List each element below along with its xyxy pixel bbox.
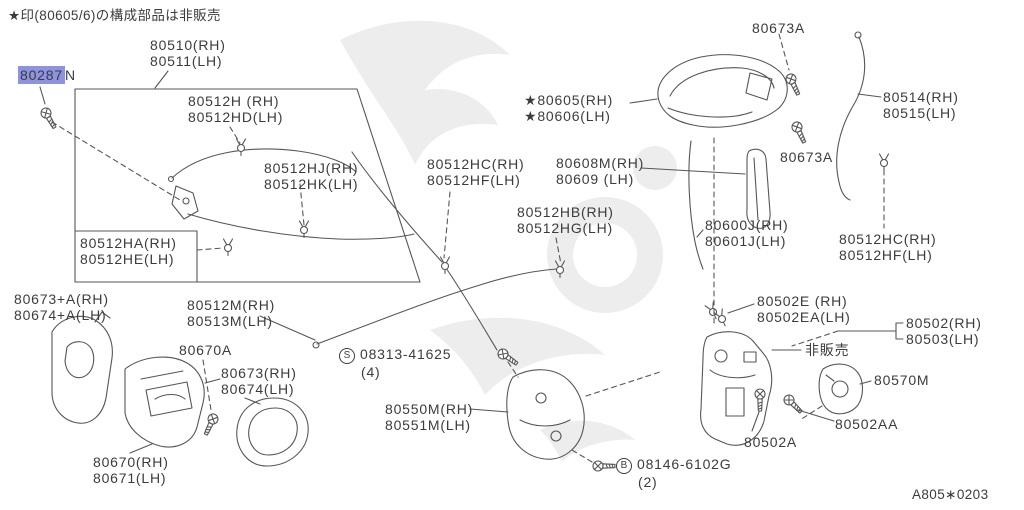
part-label-80510[interactable]: 80510(RH) 80511(LH) bbox=[150, 37, 226, 69]
handle-gasket-drawing bbox=[746, 148, 771, 229]
clip-icon bbox=[878, 153, 890, 172]
part-label-80600J[interactable]: 80600J(RH) 80601J(LH) bbox=[705, 217, 789, 249]
screw-icon bbox=[781, 392, 806, 417]
part-label-80673[interactable]: 80673(RH) 80674(LH) bbox=[221, 365, 297, 397]
part-label-80512HA[interactable]: 80512HA(RH) 80512HE(LH) bbox=[80, 235, 177, 267]
bolt-icon bbox=[38, 105, 60, 131]
exterior-handle-drawing bbox=[657, 54, 788, 128]
part-label-80512HJ[interactable]: 80512HJ(RH) 80512HK(LH) bbox=[264, 160, 359, 192]
part-label-80605[interactable]: ★80605(RH) ★80606(LH) bbox=[524, 92, 614, 124]
part-label-80502E[interactable]: 80502E (RH) 80502EA(LH) bbox=[757, 293, 851, 325]
part-label-80670[interactable]: 80670(RH) 80671(LH) bbox=[93, 454, 169, 486]
connecting-rods-drawing bbox=[312, 151, 558, 351]
leader-lines bbox=[39, 70, 904, 454]
header-note: ★印(80605/6)の構成部品は非販売 bbox=[8, 8, 221, 23]
part-label-80570M[interactable]: 80570M bbox=[874, 372, 930, 388]
not-sold-label: 非販売 bbox=[805, 342, 850, 358]
screw-icon bbox=[200, 411, 221, 438]
screw-icon bbox=[592, 460, 616, 472]
part-label-80502[interactable]: 80502(RH) 80503(LH) bbox=[906, 315, 982, 347]
selected-part-highlight: 80287 bbox=[18, 66, 65, 84]
diagram-code: A805∗0203 bbox=[912, 487, 989, 502]
background-watermark bbox=[340, 20, 677, 462]
screw-icon bbox=[789, 119, 810, 146]
screw-icon bbox=[754, 388, 766, 412]
inner-door-frame-box bbox=[74, 88, 421, 283]
part-label-80512HC-center[interactable]: 80512HC(RH) 80512HF(LH) bbox=[427, 156, 525, 188]
door-lock-actuator-drawing bbox=[700, 331, 773, 446]
clip-icon bbox=[704, 301, 721, 322]
part-label-80512H[interactable]: 80512H (RH) 80512HD(LH) bbox=[188, 93, 284, 125]
part-label-80673A-top[interactable]: 80673A bbox=[752, 20, 806, 36]
part-label-80512HC-right[interactable]: 80512HC(RH) 80512HF(LH) bbox=[839, 231, 937, 263]
clip-icon bbox=[222, 238, 234, 257]
part-label-80673A-mid[interactable]: 80673A bbox=[780, 149, 834, 165]
frame-rods-drawing bbox=[167, 148, 415, 240]
door-rods-right-drawing bbox=[688, 31, 866, 270]
s-circle-badge: S bbox=[339, 348, 355, 364]
part-label-80550M[interactable]: 80550M(RH) 80551M(LH) bbox=[385, 401, 474, 433]
lock-module-drawing bbox=[506, 369, 585, 460]
part-label-80502A[interactable]: 80502A bbox=[744, 434, 798, 450]
part-label-80502AA[interactable]: 80502AA bbox=[835, 416, 899, 432]
part-label-80608M[interactable]: 80608M(RH) 80609 (LH) bbox=[556, 155, 645, 187]
dashed-leader-lines bbox=[51, 33, 885, 463]
clip-icon bbox=[235, 138, 247, 157]
b-circle-badge: B bbox=[616, 458, 632, 474]
part-label-80512HB[interactable]: 80512HB(RH) 80512HG(LH) bbox=[517, 204, 614, 236]
striker-drawing bbox=[818, 363, 864, 415]
part-label-80673-plus-A[interactable]: 80673+A(RH) 80674+A(LH) bbox=[14, 291, 109, 323]
part-label-80512M[interactable]: 80512M(RH) 80513M(LH) bbox=[187, 297, 276, 329]
part-label-80514[interactable]: 80514(RH) 80515(LH) bbox=[883, 89, 959, 121]
part-label-80670A[interactable]: 80670A bbox=[179, 342, 233, 358]
interior-handle-parts-drawing bbox=[51, 311, 309, 467]
